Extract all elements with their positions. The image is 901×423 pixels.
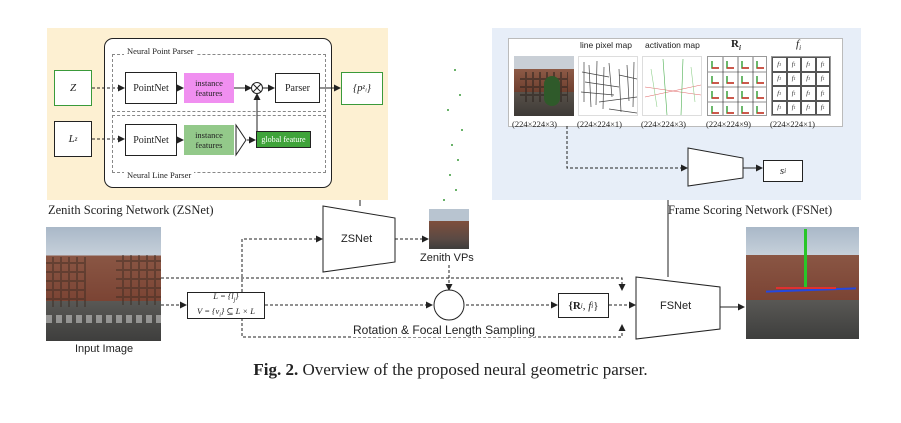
input-z-box: Z [54,70,92,106]
input-lz-sub: z [74,135,78,143]
fsnet-block-shape [635,276,721,340]
figure-caption: Fig. 2. Overview of the proposed neural … [0,360,901,380]
ri-fi-sub2: i [591,301,594,310]
fsnet-thumb-line-pixel-map [578,56,638,116]
parser-box: Parser [275,73,320,103]
ri-fi-sub1: i [580,301,583,310]
input-image-photo [46,227,161,341]
instance-features-bottom: instance features [184,125,234,155]
neural-line-parser-label: Neural Line Parser [124,170,195,180]
input-image-label: Input Image [75,343,134,355]
pointnet-top-label: PointNet [133,82,169,94]
col-label-ri-sub: i [738,44,741,53]
col-label-fi: fi [796,38,801,52]
zsnet-block-label: ZSNet [341,233,373,245]
vp-axis-red [776,287,836,289]
vp-set: V = {vi} ⊆ L × L [197,305,255,319]
input-lz-label: L [68,133,75,145]
col-label-ri: Ri [731,38,741,52]
score-si-label: s [779,165,785,177]
neural-line-parser-group [112,115,326,173]
col-label-fi-main: f [796,38,800,50]
parser-label: Parser [285,82,310,94]
fsnet-block-label: FSNet [660,300,692,312]
caption-label: Fig. 2. [253,360,299,379]
fsnet-thumb-ri-grid [707,56,767,116]
score-si-sub: i [784,167,787,175]
zsnet-network-frame [104,38,332,188]
output-image-photo [746,227,859,339]
line-pixel-map-drawing [580,60,637,114]
sampling-circle [433,289,465,321]
fsnet-thumb-photo [514,56,574,116]
line-set: L = {lj} [213,290,239,304]
col-label-activation-map: activation map [645,40,700,50]
output-pzi-sub: z [362,83,366,92]
global-feature-label: global feature [261,135,306,144]
output-pzi-subsub: i [365,87,367,94]
col-label-line-pixel-map: line pixel map [580,40,632,50]
fsnet-encoder-shape [687,147,744,187]
global-feature: global feature [256,131,311,148]
col-label-fi-sub: i [799,44,802,53]
dim-fi: (224×224×1) [770,119,815,129]
input-z-label: Z [69,82,77,94]
instance-features-top: instance features [184,73,234,103]
dim-ri: (224×224×9) [706,119,751,129]
neural-point-parser-group [112,54,326,112]
ri-fi-open: {R [568,299,581,312]
dim-activation-map: (224×224×3) [641,119,686,129]
ri-fi-mid: , f [582,299,592,312]
vp-axis-green [804,229,807,289]
pointnet-top: PointNet [125,72,177,104]
ri-fi-close: } [593,299,599,312]
pointnet-bottom: PointNet [125,124,177,156]
col-label-ri-main: R [731,38,739,50]
dim-photo: (224×224×3) [512,119,557,129]
activation-map-drawing [644,58,701,115]
line-vp-set-box: L = {lj} V = {vi} ⊆ L × L [187,290,265,319]
zenith-vps-photo [429,209,469,249]
zsnet-title: Zenith Scoring Network (ZSNet) [48,203,214,217]
ri-grid-drawing [708,57,766,115]
dim-line-pixel-map: (224×224×1) [577,119,622,129]
caption-text: Overview of the proposed neural geometri… [298,360,648,379]
output-pzi-close: } [366,83,371,94]
sampling-label: Rotation & Focal Length Sampling [353,323,536,337]
zsnet-block-shape [322,205,396,273]
zenith-vps-label: Zenith VPs [420,252,474,264]
output-pzi-label: {p [353,83,363,94]
fsnet-title: Frame Scoring Network (FSNet) [668,203,833,217]
instance-features-bottom-label: instance features [195,130,223,150]
fsnet-thumb-activation-map [642,56,702,116]
instance-features-top-label: instance features [195,78,223,98]
neural-point-parser-label: Neural Point Parser [124,46,197,56]
zenith-points [443,69,463,201]
pointnet-bottom-label: PointNet [133,134,169,146]
